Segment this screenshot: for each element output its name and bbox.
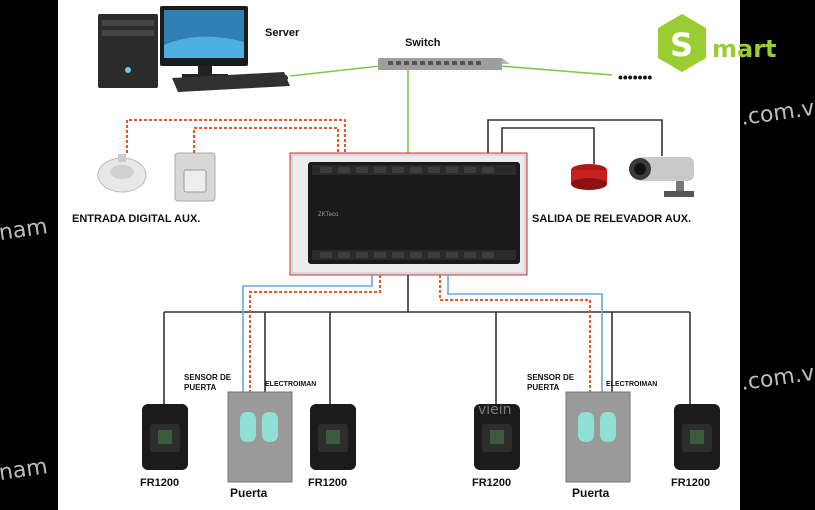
watermark-left-top: nam bbox=[0, 214, 49, 246]
fingerprint-reader-2 bbox=[310, 404, 356, 470]
watermark-left-bottom: nam bbox=[0, 454, 49, 486]
reader-1-label: FR1200 bbox=[140, 477, 179, 489]
controller-brand: ZKTeco bbox=[318, 212, 339, 218]
door-sensor-left-line2: PUERTA bbox=[184, 383, 217, 392]
relay-output-wiring bbox=[487, 119, 663, 164]
exit-button bbox=[174, 152, 216, 202]
network-cabling bbox=[289, 65, 613, 156]
cctv-camera bbox=[629, 157, 694, 197]
door-sensor-wiring bbox=[249, 275, 591, 392]
electromagnet-label-left: ELECTROIMAN bbox=[265, 381, 316, 388]
logo-partial-text: Vie bbox=[718, 23, 739, 37]
door-left-label: Puerta bbox=[230, 486, 268, 500]
lock-power-wiring bbox=[264, 312, 613, 392]
door-left bbox=[227, 391, 293, 483]
reader-3-label: FR1200 bbox=[472, 477, 511, 489]
fingerprint-reader-3 bbox=[474, 404, 520, 470]
door-sensor-left-line1: SENSOR DE bbox=[184, 373, 232, 382]
network-switch bbox=[378, 58, 510, 70]
alarm-siren bbox=[571, 164, 607, 190]
door-sensor-right-line2: PUERTA bbox=[527, 383, 560, 392]
relay-output-label: SALIDA DE RELEVADOR AUX. bbox=[532, 213, 691, 225]
access-controller-panel bbox=[289, 152, 528, 276]
smart-logo: S Vie mart bbox=[658, 14, 777, 72]
door-right-label: Puerta bbox=[572, 486, 610, 500]
fingerprint-reader-1 bbox=[142, 404, 188, 470]
aux-input-wiring bbox=[126, 119, 346, 158]
switch-label: Switch bbox=[405, 37, 441, 49]
watermark-right-mid: .com.v bbox=[739, 361, 815, 396]
reader-2-label: FR1200 bbox=[308, 477, 347, 489]
electromagnet-wiring bbox=[242, 275, 603, 392]
watermark-right-top: .com.v bbox=[739, 96, 815, 131]
logo-s-letter: S bbox=[670, 26, 693, 64]
digital-input-label: ENTRADA DIGITAL AUX. bbox=[72, 213, 200, 225]
reader-4-label: FR1200 bbox=[671, 477, 710, 489]
door-sensor-right-line1: SENSOR DE bbox=[527, 373, 575, 382]
electromagnet-label-right: ELECTROIMAN bbox=[606, 381, 657, 388]
logo-text: mart bbox=[712, 35, 777, 63]
fingerprint-reader-4 bbox=[674, 404, 720, 470]
server-label: Server bbox=[265, 27, 300, 39]
more-ports-dots: ••••••• bbox=[618, 69, 652, 85]
smoke-detector bbox=[97, 154, 147, 193]
server-computer bbox=[98, 6, 290, 92]
door-right bbox=[565, 391, 631, 483]
watermark-mid: viein bbox=[478, 402, 512, 418]
